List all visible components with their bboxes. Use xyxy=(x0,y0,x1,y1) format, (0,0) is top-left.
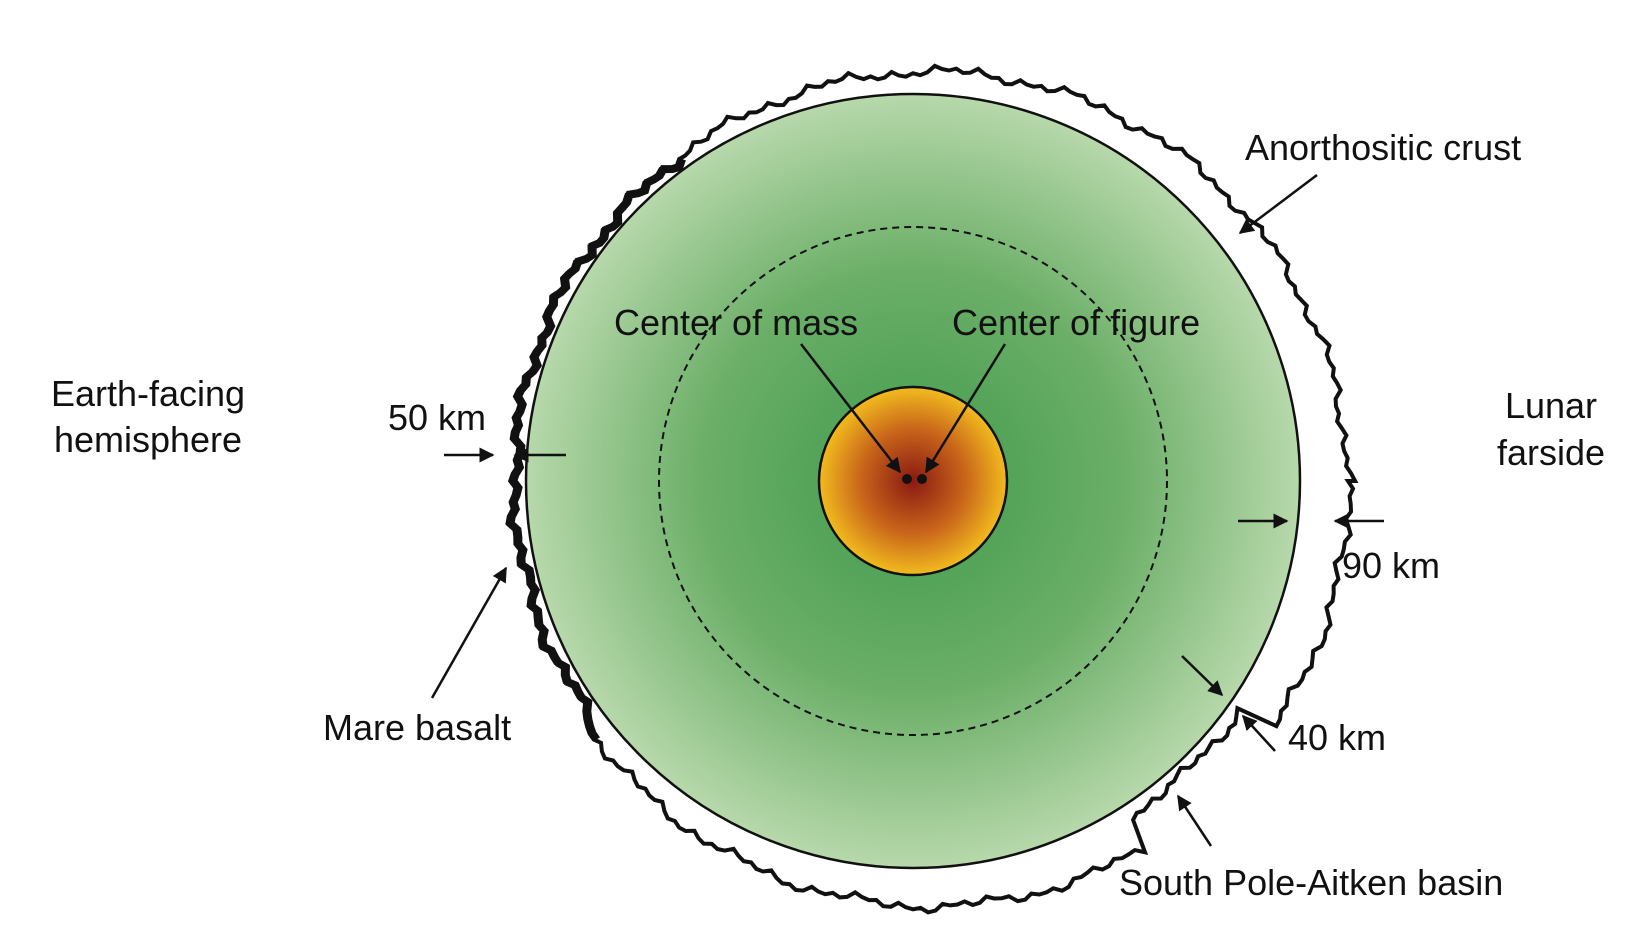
anorthositic-crust-arrow xyxy=(1238,174,1318,234)
core xyxy=(817,385,1009,577)
spa-thickness-arrow-inner xyxy=(1181,655,1224,697)
farside-thickness-label: 90 km xyxy=(1342,545,1441,586)
anorthositic-crust-label: Anorthositic crust xyxy=(1245,127,1522,168)
mare-basalt-arrow xyxy=(430,566,508,699)
center-of-figure-arrow xyxy=(924,343,1007,474)
spa-thickness-arrow-outer xyxy=(1241,714,1276,752)
center-of-figure-label: Center of figure xyxy=(952,302,1201,343)
center-of-mass-label: Center of mass xyxy=(614,302,859,343)
center-of-mass-dot xyxy=(902,474,912,484)
center-of-figure-dot xyxy=(917,474,927,484)
earth-facing-label-line1: Earth-facing xyxy=(50,373,246,414)
spa-basin-label: South Pole-Aitken basin xyxy=(1119,862,1504,903)
earth-facing-label-line2: hemisphere xyxy=(53,419,243,460)
dashed-boundary xyxy=(658,226,1168,736)
spa-thickness-label: 40 km xyxy=(1288,717,1387,758)
spa-basin-arrow xyxy=(1176,794,1213,847)
nearside-thickness-label: 50 km xyxy=(388,397,487,438)
lunar-farside-label-line2: farside xyxy=(1496,432,1606,473)
lunar-farside-label-line1: Lunar xyxy=(1504,385,1598,426)
center-of-mass-arrow xyxy=(800,343,901,474)
mare-basalt-layer xyxy=(506,157,686,742)
mare-basalt-label: Mare basalt xyxy=(323,707,512,748)
